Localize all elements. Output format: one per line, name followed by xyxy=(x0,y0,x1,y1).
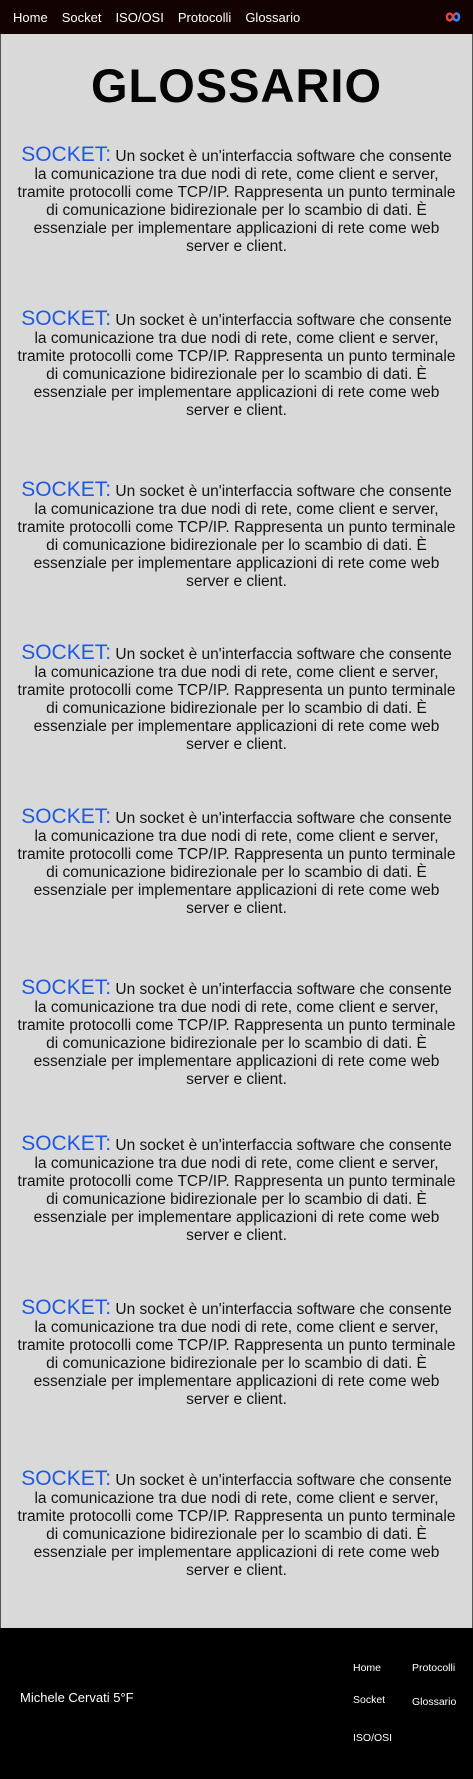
glossary-definition: Un socket è un'interfaccia software che … xyxy=(17,810,456,917)
glossary-term: SOCKET: xyxy=(21,143,112,166)
glossary-definition: Un socket è un'interfaccia software che … xyxy=(17,1472,456,1579)
glossary-term: SOCKET: xyxy=(21,1132,112,1155)
footer-link-iso-osi[interactable]: ISO/OSI xyxy=(353,1732,393,1744)
footer-link-socket[interactable]: Socket xyxy=(353,1694,386,1706)
page-footer: Michele Cervati 5°F Home Protocolli Sock… xyxy=(0,1628,473,1779)
top-navbar: Home Socket ISO/OSI Protocolli Glossario xyxy=(0,0,473,34)
glossary-definition: Un socket è un'interfaccia software che … xyxy=(17,1301,456,1408)
glossary-term: SOCKET: xyxy=(21,478,112,501)
glossary-term: SOCKET: xyxy=(21,1296,112,1319)
infinity-logo-icon[interactable] xyxy=(441,9,465,25)
nav-link-iso-osi[interactable]: ISO/OSI xyxy=(115,9,164,25)
glossary-term: SOCKET: xyxy=(21,307,112,330)
glossary-entry: SOCKET: Un socket è un'interfaccia softw… xyxy=(16,1467,457,1580)
glossary-entry: SOCKET: Un socket è un'interfaccia softw… xyxy=(16,307,457,420)
footer-link-protocolli[interactable]: Protocolli xyxy=(412,1662,456,1674)
glossary-term: SOCKET: xyxy=(21,805,112,828)
glossary-entry: SOCKET: Un socket è un'interfaccia softw… xyxy=(16,976,457,1089)
glossary-content: GLOSSARIO SOCKET: Un socket è un'interfa… xyxy=(0,34,473,1628)
glossary-entry: SOCKET: Un socket è un'interfaccia softw… xyxy=(16,1132,457,1245)
glossary-definition: Un socket è un'interfaccia software che … xyxy=(17,483,456,590)
glossary-entry: SOCKET: Un socket è un'interfaccia softw… xyxy=(16,805,457,918)
nav-link-glossario[interactable]: Glossario xyxy=(245,9,301,25)
footer-link-home[interactable]: Home xyxy=(353,1662,382,1674)
glossary-term: SOCKET: xyxy=(21,1467,112,1490)
glossary-term: SOCKET: xyxy=(21,641,112,664)
nav-link-protocolli[interactable]: Protocolli xyxy=(177,9,232,25)
glossary-definition: Un socket è un'interfaccia software che … xyxy=(17,981,456,1088)
glossary-definition: Un socket è un'interfaccia software che … xyxy=(17,148,456,255)
glossary-entry: SOCKET: Un socket è un'interfaccia softw… xyxy=(16,478,457,591)
nav-link-socket[interactable]: Socket xyxy=(61,9,102,25)
glossary-definition: Un socket è un'interfaccia software che … xyxy=(17,1137,456,1244)
glossary-entry: SOCKET: Un socket è un'interfaccia softw… xyxy=(16,641,457,754)
glossary-entry: SOCKET: Un socket è un'interfaccia softw… xyxy=(16,1296,457,1409)
glossary-definition: Un socket è un'interfaccia software che … xyxy=(17,312,456,419)
glossary-definition: Un socket è un'interfaccia software che … xyxy=(17,646,456,753)
glossary-term: SOCKET: xyxy=(21,976,112,999)
page-title: GLOSSARIO xyxy=(90,59,383,112)
nav-link-home[interactable]: Home xyxy=(13,9,48,25)
footer-link-glossario[interactable]: Glossario xyxy=(412,1696,457,1708)
glossary-entry: SOCKET: Un socket è un'interfaccia softw… xyxy=(16,143,457,256)
footer-author: Michele Cervati 5°F xyxy=(20,1690,134,1705)
